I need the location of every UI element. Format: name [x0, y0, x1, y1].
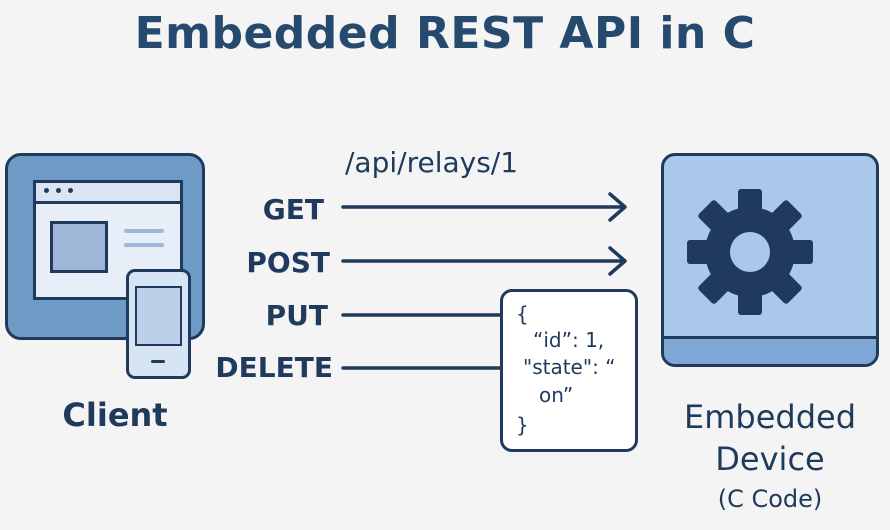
get-arrowhead — [608, 192, 627, 222]
smartphone-icon — [126, 269, 191, 379]
text-line — [124, 243, 164, 247]
client-icon-panel — [5, 153, 205, 379]
json-line: { — [516, 302, 529, 326]
device-base-band — [664, 336, 876, 364]
method-get: GET — [262, 193, 324, 226]
method-put: PUT — [265, 299, 328, 332]
diagram-title: Embedded REST API in C — [134, 8, 756, 59]
endpoint-path: /api/relays/1 — [345, 146, 519, 179]
phone-home-button — [151, 360, 165, 363]
text-line — [124, 229, 164, 233]
client-label: Client — [62, 396, 168, 434]
phone-screen — [135, 286, 182, 346]
device-panel — [661, 153, 879, 367]
json-line: “id”: 1, — [533, 328, 605, 352]
json-line: "state": “ — [523, 355, 616, 379]
gear-icon — [687, 189, 813, 315]
device-label-line1: Embedded — [683, 398, 856, 436]
method-post: POST — [246, 246, 330, 279]
window-dot — [56, 188, 61, 193]
post-arrowhead — [608, 246, 627, 276]
method-delete: DELETE — [215, 351, 333, 384]
window-dot — [68, 188, 73, 193]
json-line: on” — [539, 383, 574, 407]
image-placeholder-icon — [50, 221, 108, 273]
json-line: } — [516, 413, 529, 437]
json-payload: { “id”: 1, "state": “ on” } — [500, 289, 638, 452]
device-label-line2: Device — [715, 440, 825, 478]
device-sublabel: (C Code) — [717, 485, 823, 513]
browser-titlebar — [36, 183, 180, 204]
window-dot — [44, 188, 49, 193]
